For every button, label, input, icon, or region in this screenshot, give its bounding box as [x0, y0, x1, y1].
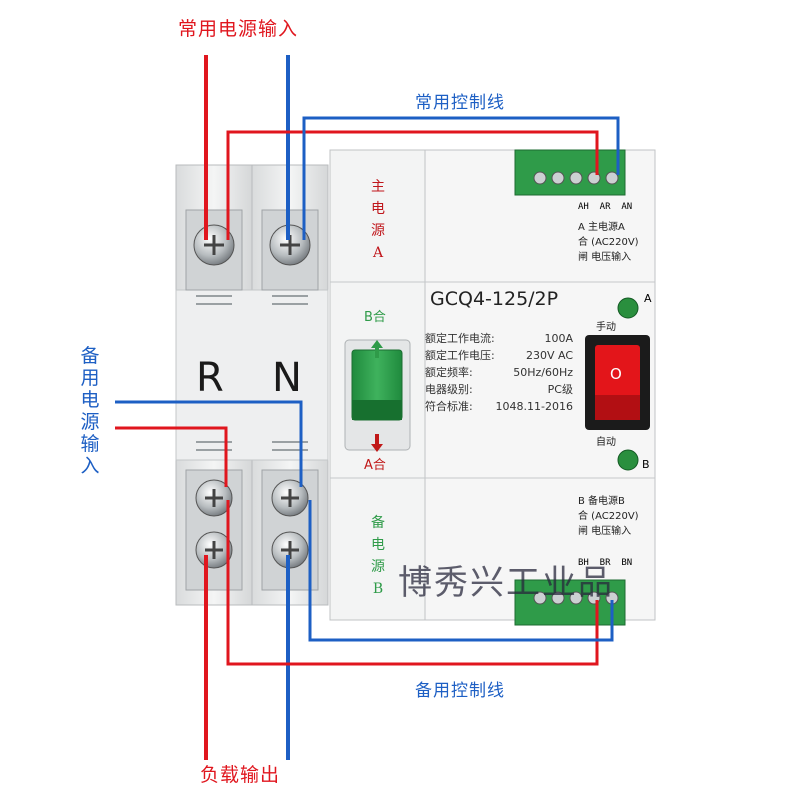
- switch-symbol: O: [610, 365, 622, 383]
- watermark: 博秀兴工业品: [398, 563, 614, 603]
- lever-top-label: B合: [364, 310, 386, 325]
- pole-n-label: N: [272, 355, 302, 401]
- spec-key: 额定工作电流:: [425, 332, 495, 345]
- indicator-a-label: A: [644, 292, 652, 305]
- lever-bottom-label: A合: [364, 458, 386, 473]
- backup-power-input-label: 备用电源输入: [80, 345, 100, 477]
- backup-control-line-label: 备用控制线: [415, 681, 505, 701]
- arrow-up-icon: [371, 340, 383, 358]
- spec-row: 符合标准: 1048.11-2016: [425, 398, 573, 415]
- top-terminal-block: [514, 149, 626, 196]
- normal-control-line-label: 常用控制线: [415, 93, 505, 113]
- spec-row: 额定工作电压: 230V AC: [425, 347, 573, 364]
- spec-value: 50Hz/60Hz: [513, 366, 573, 379]
- spec-value: PC级: [547, 383, 573, 396]
- spec-value: 1048.11-2016: [495, 400, 573, 413]
- spec-row: 电器级别: PC级: [425, 381, 573, 398]
- indicator-b-label: B: [642, 458, 650, 471]
- spec-key: 符合标准:: [425, 400, 473, 413]
- arrow-down-icon: [371, 434, 383, 452]
- top-terminal-labels: AH AR AN: [578, 202, 633, 212]
- spec-value: 230V AC: [525, 349, 573, 362]
- indicator-a-led: [617, 297, 639, 319]
- spec-key: 额定频率:: [425, 366, 473, 379]
- pole-r-label: R: [196, 355, 224, 401]
- spec-key: 电器级别:: [425, 383, 473, 396]
- bottom-terminal-labels: BH BR BN: [578, 558, 633, 568]
- spec-row: 额定工作电流: 100A: [425, 330, 573, 347]
- load-output-label: 负载输出: [200, 764, 281, 786]
- normal-power-input-label: 常用电源输入: [178, 18, 299, 40]
- spec-key: 额定工作电压:: [425, 349, 495, 362]
- indicator-b-led: [617, 449, 639, 471]
- auto-mode-label: 自动: [596, 437, 616, 448]
- spec-value: 100A: [544, 332, 573, 345]
- spec-row: 额定频率: 50Hz/60Hz: [425, 364, 573, 381]
- manual-mode-label: 手动: [596, 322, 616, 333]
- wiring: [204, 55, 290, 760]
- model-number: GCQ4-125/2P: [430, 288, 559, 310]
- bottom-terminal-block: [514, 579, 626, 626]
- spec-table: 额定工作电流: 100A 额定工作电压: 230V AC 额定频率: 50Hz/60Hz 电…: [425, 330, 573, 415]
